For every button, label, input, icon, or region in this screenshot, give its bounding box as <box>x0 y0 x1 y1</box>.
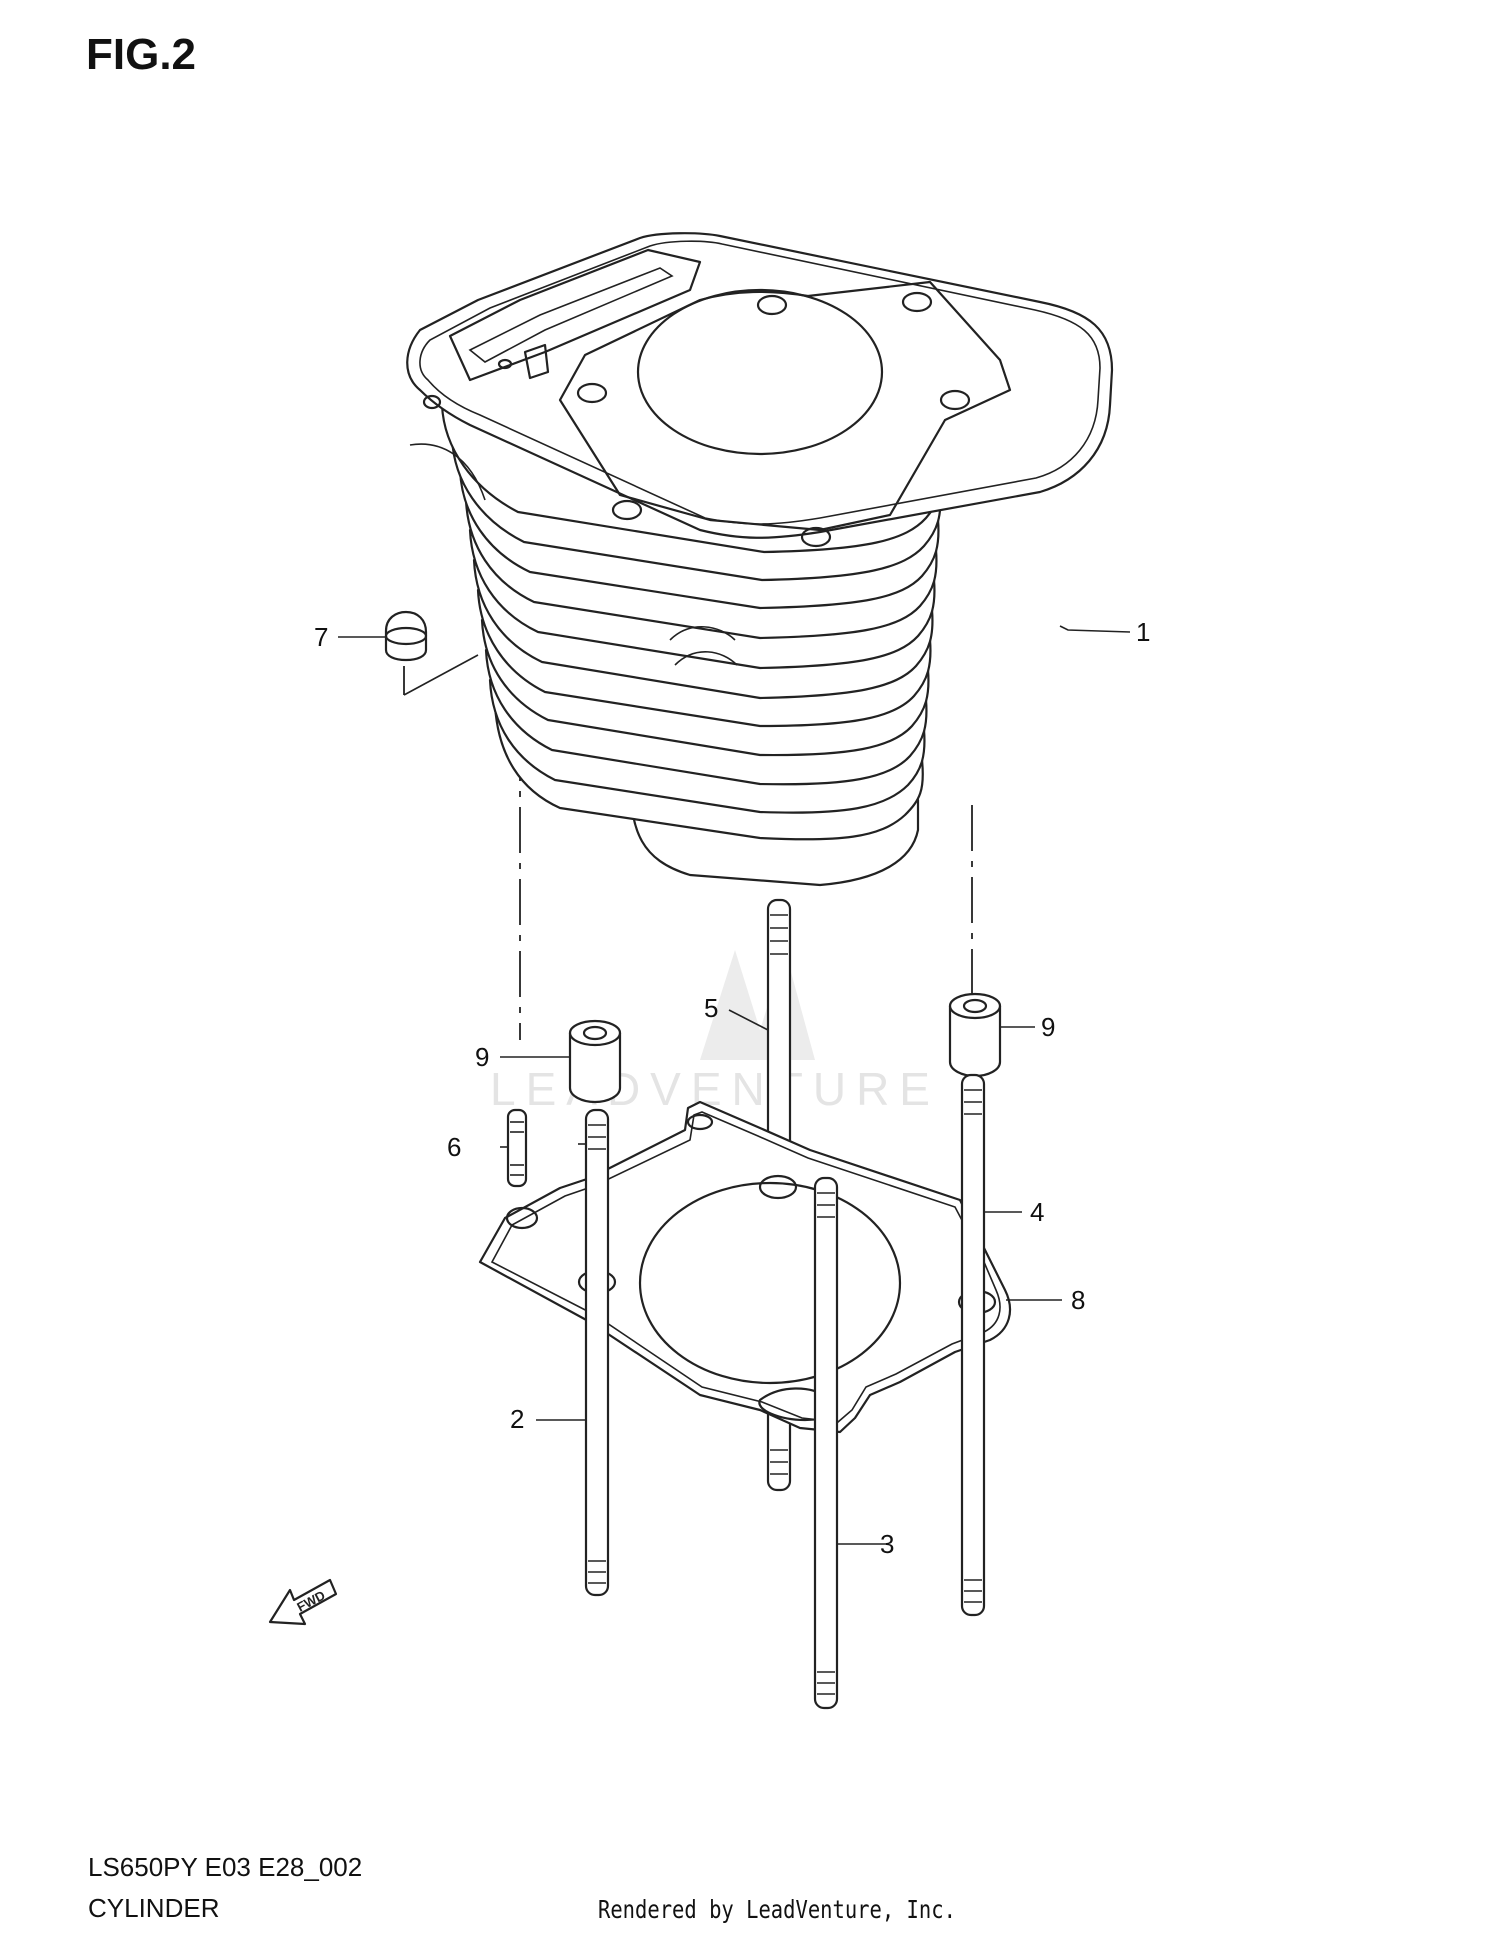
callout-6[interactable]: 6 <box>447 1132 461 1162</box>
callout-3[interactable]: 3 <box>880 1529 894 1559</box>
alignment-lines <box>403 654 973 1040</box>
short-stud-bolt[interactable] <box>506 1108 528 1188</box>
fwd-direction-arrow: FWD <box>268 1578 338 1626</box>
section-name: CYLINDER <box>88 1893 220 1923</box>
stud-bolt-right[interactable] <box>960 1073 986 1617</box>
render-credit: Rendered by LeadVenture, Inc. <box>598 1895 956 1924</box>
callout-4[interactable]: 4 <box>1030 1197 1044 1227</box>
stud-bolt-front-center[interactable] <box>813 1176 839 1710</box>
watermark-text: LEADVENTURE <box>490 1063 940 1115</box>
callout-9-right[interactable]: 9 <box>1041 1012 1055 1042</box>
stud-bolt-front-left[interactable] <box>584 1108 610 1597</box>
fwd-label: FWD <box>294 1588 327 1615</box>
callout-1[interactable]: 1 <box>1136 617 1150 647</box>
callout-9-left[interactable]: 9 <box>475 1042 489 1072</box>
callout-8[interactable]: 8 <box>1071 1285 1085 1315</box>
cap-nut[interactable] <box>384 610 428 662</box>
callout-7[interactable]: 7 <box>314 622 328 652</box>
leader-lines <box>338 625 1131 1545</box>
watermark: LEADVENTURE <box>490 950 940 1115</box>
figure-title: FIG.2 <box>86 30 197 79</box>
dowel-pin-left[interactable] <box>568 1019 622 1104</box>
cylinder-base-gasket[interactable] <box>478 1100 1012 1434</box>
callout-2[interactable]: 2 <box>510 1404 524 1434</box>
callout-5[interactable]: 5 <box>704 993 718 1023</box>
model-code: LS650PY E03 E28_002 <box>88 1852 363 1882</box>
cylinder-block[interactable] <box>406 232 1114 887</box>
dowel-pin-right[interactable] <box>948 992 1002 1078</box>
